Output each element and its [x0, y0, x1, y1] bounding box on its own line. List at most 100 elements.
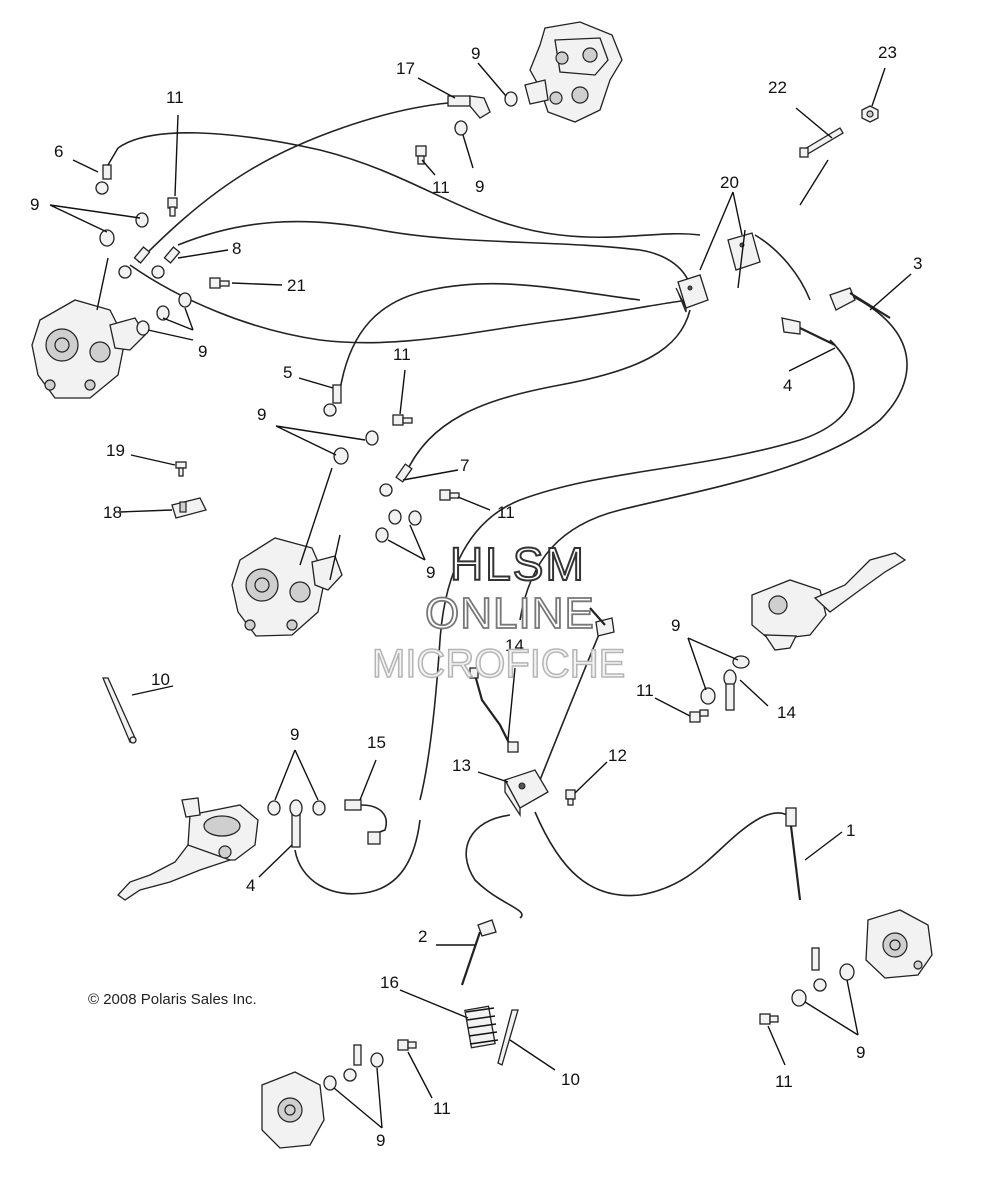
callout-23: 23: [878, 43, 897, 62]
watermark: HLSM ONLINE MICROFICHE: [371, 537, 626, 687]
fitting-17: [447, 95, 491, 119]
callout-11-a: 11: [166, 88, 184, 107]
callout-7: 7: [460, 456, 469, 475]
callout-4-lower: 4: [246, 876, 255, 895]
brake-line-5: [339, 282, 641, 391]
fitting-15: [344, 799, 387, 845]
bolt-11-b: [415, 145, 427, 165]
bolt-11-d: [439, 489, 460, 501]
banjo-rear-left: [343, 1044, 362, 1082]
callout-12: 12: [608, 746, 627, 765]
front-left-caliper: [31, 299, 146, 399]
fitting-4-upper: [781, 317, 836, 346]
callout-16: 16: [380, 973, 399, 992]
bolt-11-g: [397, 1039, 417, 1051]
rear-brake-master-cylinder: [117, 797, 259, 901]
spring-16: [464, 1005, 499, 1049]
banjo-rear-right: [811, 947, 827, 992]
hand-brake-lever-assembly: [751, 552, 907, 651]
callout-labels: 1 2 3 4 4 5 6 7 8 9 9 9 9 9 9 9 9 9 9 9 …: [30, 43, 922, 1150]
banjo-4-lower: [289, 799, 303, 848]
callout-10-left: 10: [151, 670, 170, 689]
callout-15: 15: [367, 733, 386, 752]
callout-8: 8: [232, 239, 241, 258]
callout-9-d: 9: [475, 177, 484, 196]
hose-clip-18: [171, 497, 207, 519]
callout-9-a: 9: [30, 195, 39, 214]
callout-9-b: 9: [198, 342, 207, 361]
washers-9: [99, 91, 855, 1091]
brake-line-13-to-2: [465, 814, 523, 919]
junction-block-20-left: [675, 274, 709, 313]
brake-line-4-lower: [294, 819, 421, 895]
banjo-fittings: [95, 95, 891, 1082]
cotter-pin-10-bottom: [497, 1009, 519, 1066]
fitting-7-lower: [589, 607, 615, 637]
callout-9-f: 9: [426, 563, 435, 582]
front-brake-master-cylinder: [524, 21, 623, 123]
callout-9-g: 9: [671, 616, 680, 635]
callout-4-upper: 4: [783, 376, 792, 395]
cotter-pin-10-left: [102, 677, 137, 744]
callout-22: 22: [768, 78, 787, 97]
brake-line-4-upper: [419, 339, 855, 801]
brake-line-to-13: [539, 631, 601, 781]
leader-lines: [49, 62, 912, 1129]
front-right-caliper: [231, 537, 343, 637]
callout-21: 21: [287, 276, 306, 295]
callout-3: 3: [913, 254, 922, 273]
brake-hoses: [117, 102, 908, 919]
callout-20: 20: [720, 173, 739, 192]
banjo-14-right: [723, 669, 737, 711]
watermark-line-3: MICROFICHE: [372, 642, 625, 686]
callout-11-b: 11: [432, 178, 450, 197]
callout-9-e: 9: [257, 405, 266, 424]
callout-9-i: 9: [856, 1043, 865, 1062]
brake-line-20-right: [754, 234, 811, 301]
callout-11-c: 11: [393, 345, 411, 364]
banjo-6: [95, 147, 119, 195]
brake-line-upper-left: [117, 131, 701, 239]
callout-9-h: 9: [290, 725, 299, 744]
callout-11-f: 11: [775, 1072, 793, 1091]
fitting-2: [460, 919, 497, 986]
callout-17: 17: [396, 59, 415, 78]
brake-line-3-loop: [519, 294, 908, 621]
callout-11-e: 11: [636, 681, 654, 700]
bolt-12: [565, 789, 576, 806]
bolts: [167, 145, 779, 1051]
copyright-notice: © 2008 Polaris Sales Inc.: [88, 991, 257, 1008]
fitting-3: [829, 287, 891, 319]
bolt-11-e: [689, 709, 709, 723]
callout-11-d: 11: [497, 503, 515, 522]
callout-10-bottom: 10: [561, 1070, 580, 1089]
callout-6: 6: [54, 142, 63, 161]
parts: [31, 21, 933, 1149]
brake-line-8: [177, 220, 691, 286]
watermark-line-2: ONLINE: [425, 589, 595, 638]
watermark-line-1: HLSM: [450, 538, 586, 590]
brake-line-mid: [129, 264, 691, 344]
fitting-1: [785, 807, 802, 901]
bolt-21: [209, 277, 230, 289]
nut-23: [861, 105, 879, 123]
callout-14-right: 14: [777, 703, 796, 722]
brake-line-13-to-1: [534, 811, 791, 897]
bolt-22: [799, 127, 844, 158]
junction-block-13: [504, 769, 549, 818]
banjo-8b: [151, 246, 181, 279]
callout-11-g: 11: [433, 1099, 451, 1118]
callout-2: 2: [418, 927, 427, 946]
callout-9-c: 9: [471, 44, 480, 63]
callout-9-j: 9: [376, 1131, 385, 1150]
screw-19: [175, 461, 187, 477]
banjo-5: [323, 384, 342, 417]
callout-14-center: 14: [505, 636, 524, 655]
callout-1: 1: [846, 821, 855, 840]
callout-19: 19: [106, 441, 125, 460]
fitting-14: [469, 667, 519, 753]
brake-line-20-to-7: [404, 309, 691, 476]
rear-left-caliper: [261, 1071, 325, 1149]
